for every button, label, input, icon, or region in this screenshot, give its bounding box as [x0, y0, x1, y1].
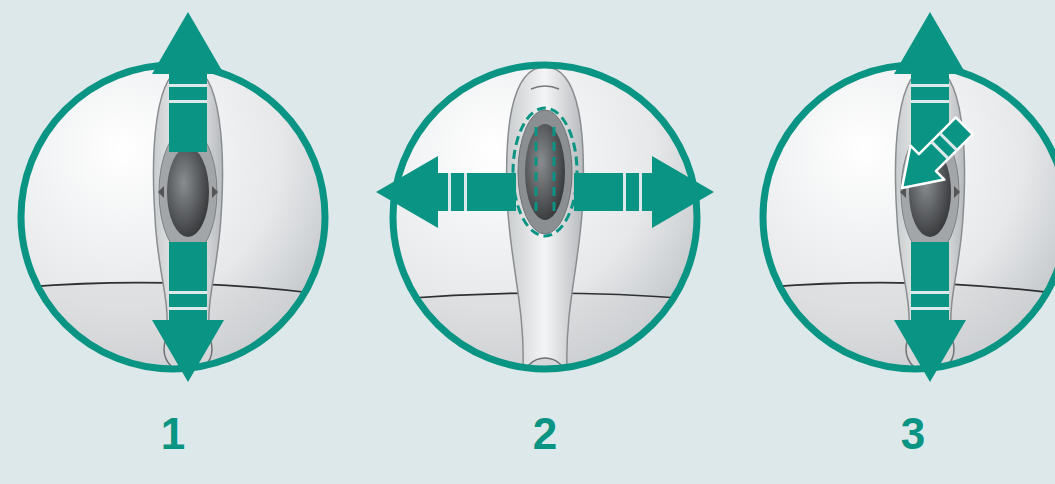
callout-number: 3: [901, 412, 925, 456]
callout-number: 2: [533, 412, 557, 456]
callout-number: 1: [161, 412, 185, 456]
